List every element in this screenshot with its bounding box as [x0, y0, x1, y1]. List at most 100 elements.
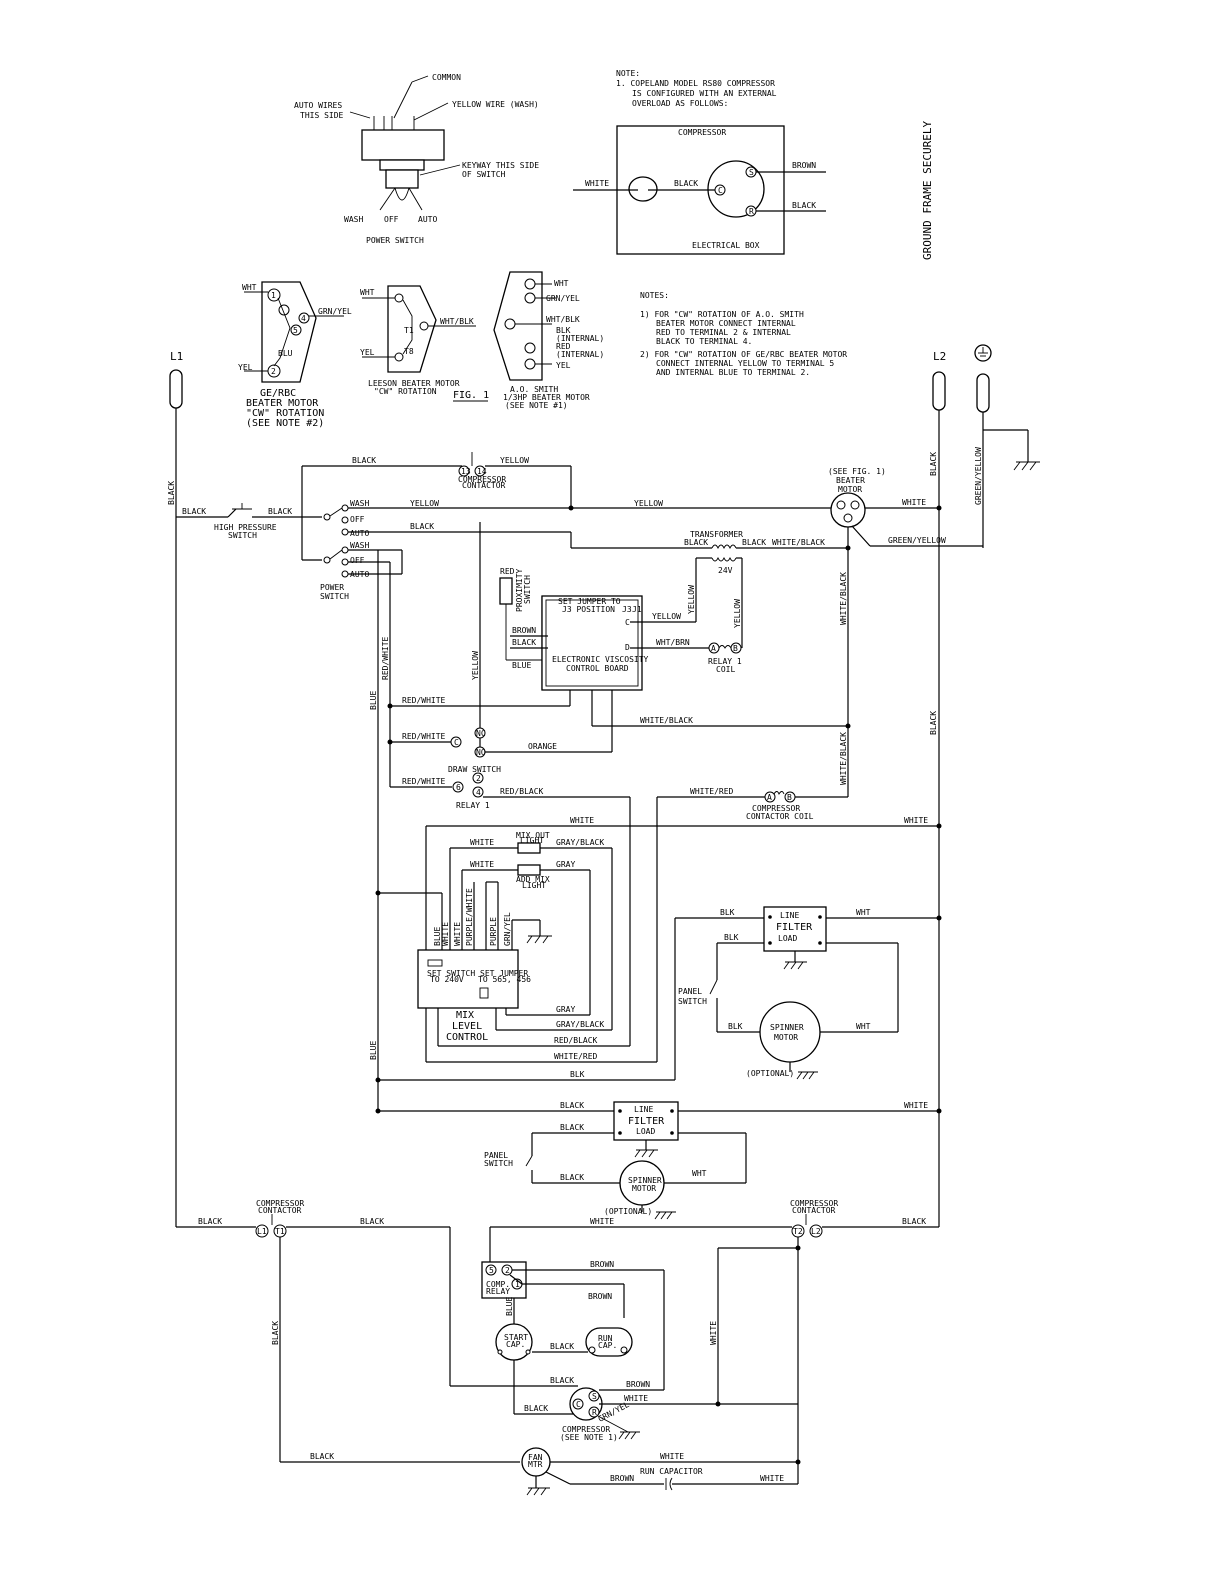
svg-text:BLACK: BLACK [560, 1101, 584, 1110]
svg-text:RELAY 1: RELAY 1 [456, 801, 490, 810]
svg-text:BLACK: BLACK [550, 1342, 574, 1351]
spinner-motor-1-icon [759, 1001, 821, 1063]
svg-text:WHITE: WHITE [441, 922, 450, 946]
svg-text:CONTACTOR: CONTACTOR [462, 481, 506, 490]
svg-text:BROWN: BROWN [512, 626, 536, 635]
svg-text:SET JUMPER: SET JUMPER [480, 969, 528, 978]
svg-text:A: A [711, 644, 716, 653]
svg-text:B: B [733, 644, 738, 653]
svg-text:CAP.: CAP. [506, 1340, 525, 1349]
power-switch-collar [379, 159, 425, 171]
svg-text:WHITE: WHITE [904, 816, 928, 825]
svg-text:B: B [787, 793, 792, 802]
svg-text:ADD MIX: ADD MIX [516, 875, 550, 884]
svg-text:LINE: LINE [634, 1105, 653, 1114]
svg-text:DRAW SWITCH: DRAW SWITCH [448, 765, 501, 774]
svg-text:TRANSFORMER: TRANSFORMER [690, 530, 743, 539]
svg-text:WHITE/RED: WHITE/RED [690, 787, 734, 796]
svg-text:2: 2 [505, 1266, 510, 1275]
svg-text:COMPRESSOR: COMPRESSOR [790, 1199, 838, 1208]
svg-text:TO 565, 456: TO 565, 456 [478, 975, 531, 984]
svg-text:YELLOW: YELLOW [652, 612, 681, 621]
svg-text:6: 6 [456, 783, 461, 792]
svg-text:T1: T1 [404, 326, 414, 335]
svg-text:ELECTRONIC VISCOSITY: ELECTRONIC VISCOSITY [552, 655, 649, 664]
svg-text:BLACK: BLACK [684, 538, 708, 547]
svg-text:YELLOW: YELLOW [634, 499, 663, 508]
svg-text:A: A [767, 793, 772, 802]
svg-text:BROWN: BROWN [590, 1260, 614, 1269]
svg-text:"CW" ROTATION: "CW" ROTATION [374, 387, 437, 396]
svg-text:RED/WHITE: RED/WHITE [402, 732, 446, 741]
run-capacitor [585, 1327, 633, 1357]
ps-this-side: THIS SIDE [300, 111, 344, 120]
svg-text:RED: RED [500, 567, 515, 576]
svg-text:BLUE: BLUE [369, 691, 378, 710]
svg-text:(SEE FIG. 1): (SEE FIG. 1) [828, 467, 886, 476]
svg-text:COMPRESSOR: COMPRESSOR [458, 475, 506, 484]
svg-text:RED/WHITE: RED/WHITE [402, 777, 446, 786]
svg-text:T8: T8 [404, 347, 414, 356]
svg-text:WHITE: WHITE [904, 1101, 928, 1110]
svg-text:C: C [454, 738, 459, 747]
svg-text:SWITCH: SWITCH [523, 575, 532, 604]
svg-text:BLUE: BLUE [433, 927, 442, 946]
svg-text:BLACK: BLACK [902, 1217, 926, 1226]
svg-text:(SEE NOTE #1): (SEE NOTE #1) [505, 401, 568, 410]
svg-text:BLACK: BLACK [360, 1217, 384, 1226]
svg-text:WHITE: WHITE [902, 498, 926, 507]
svg-text:RELAY: RELAY [486, 1287, 510, 1296]
svg-text:LOAD: LOAD [636, 1127, 655, 1136]
svg-text:GRN/YEL: GRN/YEL [503, 912, 512, 946]
svg-text:GRAY/BLACK: GRAY/BLACK [556, 838, 604, 847]
svg-text:COMPRESSOR: COMPRESSOR [562, 1425, 610, 1434]
svg-text:MTR: MTR [528, 1460, 543, 1469]
svg-text:LINE: LINE [780, 911, 799, 920]
svg-text:NO: NO [476, 748, 486, 757]
power-switch-detail: COMMON AUTO WIRES THIS SIDE YELLOW WIRE … [294, 73, 539, 245]
svg-text:BEATER: BEATER [836, 476, 865, 485]
line-filter-1-section: BLK LINE FILTER LOAD WHT BLK PANEL SWITC… [674, 906, 942, 1080]
ps-auto: AUTO [418, 215, 437, 224]
svg-text:GRAY: GRAY [556, 1005, 575, 1014]
svg-text:SWITCH: SWITCH [228, 531, 257, 540]
svg-text:YEL: YEL [360, 348, 375, 357]
svg-text:BLU: BLU [278, 349, 293, 358]
svg-text:WHITE: WHITE [453, 922, 462, 946]
draw-switch-section: NC C NO RED/WHITE ORANGE DRAW SWITCH RED… [387, 727, 849, 1062]
svg-text:BLUE: BLUE [505, 1297, 514, 1316]
svg-text:WHT/BLK: WHT/BLK [440, 317, 474, 326]
svg-text:5: 5 [293, 326, 298, 335]
svg-text:BROWN: BROWN [626, 1380, 650, 1389]
svg-text:WHITE: WHITE [470, 838, 494, 847]
svg-text:YELLOW: YELLOW [471, 651, 480, 680]
svg-text:MIX OUT: MIX OUT [516, 831, 550, 840]
svg-text:OFF: OFF [350, 515, 365, 524]
svg-text:4: 4 [301, 314, 306, 323]
svg-text:WHITE/RED: WHITE/RED [554, 1052, 598, 1061]
svg-text:(INTERNAL): (INTERNAL) [556, 334, 604, 343]
svg-text:1/3HP BEATER MOTOR: 1/3HP BEATER MOTOR [503, 393, 590, 402]
l1-label: L1 [170, 350, 183, 363]
svg-text:SWITCH: SWITCH [484, 1159, 513, 1168]
svg-text:S: S [592, 1392, 597, 1401]
svg-text:BLACK: BLACK [198, 1217, 222, 1226]
svg-text:BLACK: BLACK [271, 1321, 280, 1345]
compressor-note: NOTE: 1. COPELAND MODEL RS80 COMPRESSOR … [573, 69, 826, 255]
svg-text:A.O. SMITH: A.O. SMITH [510, 385, 558, 394]
ground-terminal [976, 373, 990, 413]
svg-text:BLACK: BLACK [560, 1173, 584, 1182]
svg-text:1: 1 [271, 291, 276, 300]
svg-text:LIGHT: LIGHT [520, 836, 544, 845]
note1-head: NOTE: [616, 69, 640, 78]
svg-text:WHITE/BLACK: WHITE/BLACK [839, 572, 848, 625]
svg-text:WHT: WHT [856, 908, 871, 917]
svg-text:OFF: OFF [350, 556, 365, 565]
power-switch-nut [385, 169, 419, 189]
note1-elec-box: ELECTRICAL BOX [692, 241, 760, 250]
note1-line2: IS CONFIGURED WITH AN EXTERNAL [632, 89, 777, 98]
svg-text:YEL: YEL [556, 361, 571, 370]
svg-text:1) FOR "CW" ROTATION OF A.O. S: 1) FOR "CW" ROTATION OF A.O. SMITH [640, 310, 804, 319]
svg-text:WHT/BRN: WHT/BRN [656, 638, 690, 647]
